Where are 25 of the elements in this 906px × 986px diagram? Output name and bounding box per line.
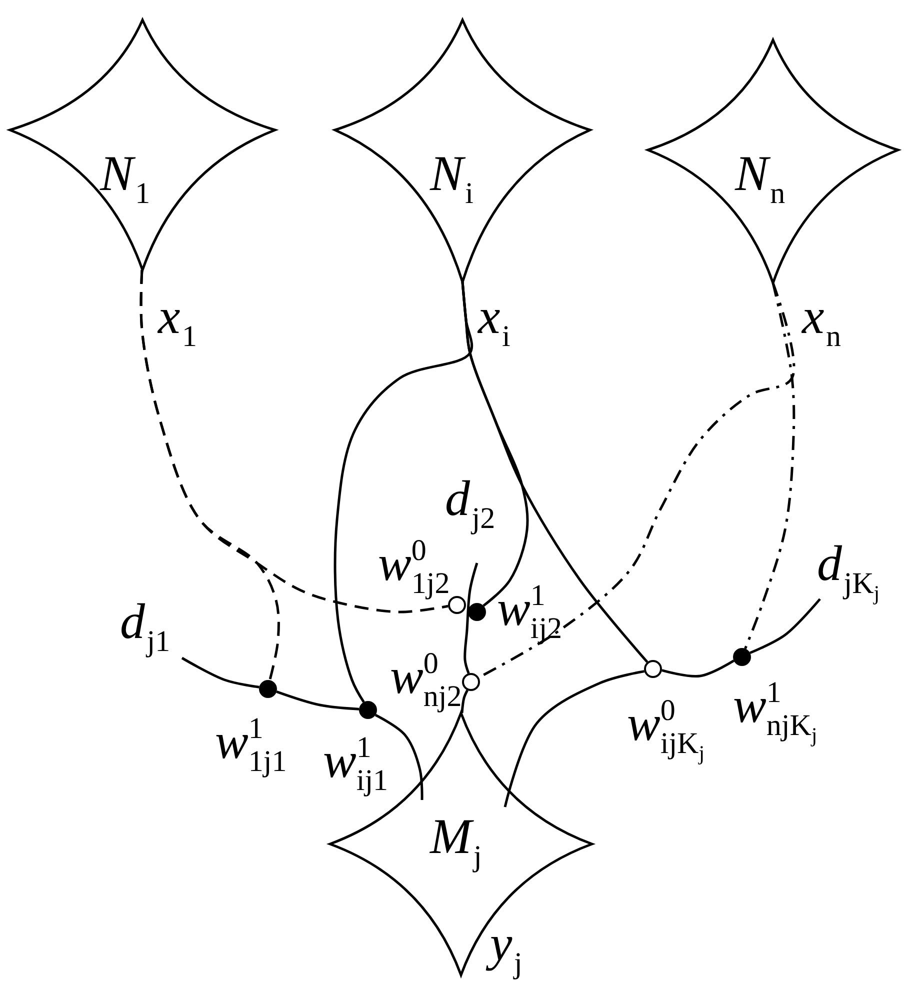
weight-label: x$_{1}$ xyxy=(156,287,198,355)
dendrite-label: d$_{j2}$ xyxy=(443,467,498,539)
dendrite-label: d$_{j1}$ xyxy=(118,590,172,662)
weight-label: x$_{i}$ xyxy=(476,287,512,355)
connector-line xyxy=(460,690,468,714)
neuron-label: M$_{j}$ xyxy=(428,807,483,875)
connector-line xyxy=(374,714,424,800)
weight-label: x$_{n}$ xyxy=(800,287,842,355)
synapse-dot xyxy=(259,680,277,698)
synapse-circle xyxy=(448,596,466,614)
connector-line xyxy=(750,598,821,654)
connector-line xyxy=(464,562,478,674)
connector-line xyxy=(181,656,260,688)
synapse-dot xyxy=(468,603,486,621)
synapse-circle xyxy=(462,673,480,691)
connector-line xyxy=(662,660,734,678)
connector-line xyxy=(744,282,796,650)
synapse-circle xyxy=(644,660,662,678)
weight-label: y$_{j}$ xyxy=(488,912,524,984)
connector-line xyxy=(504,670,645,808)
synapse-dot xyxy=(733,648,751,666)
connector-line xyxy=(140,270,448,614)
connector-line xyxy=(276,690,360,710)
synapse-dot xyxy=(359,701,377,719)
connector-line xyxy=(461,282,648,663)
